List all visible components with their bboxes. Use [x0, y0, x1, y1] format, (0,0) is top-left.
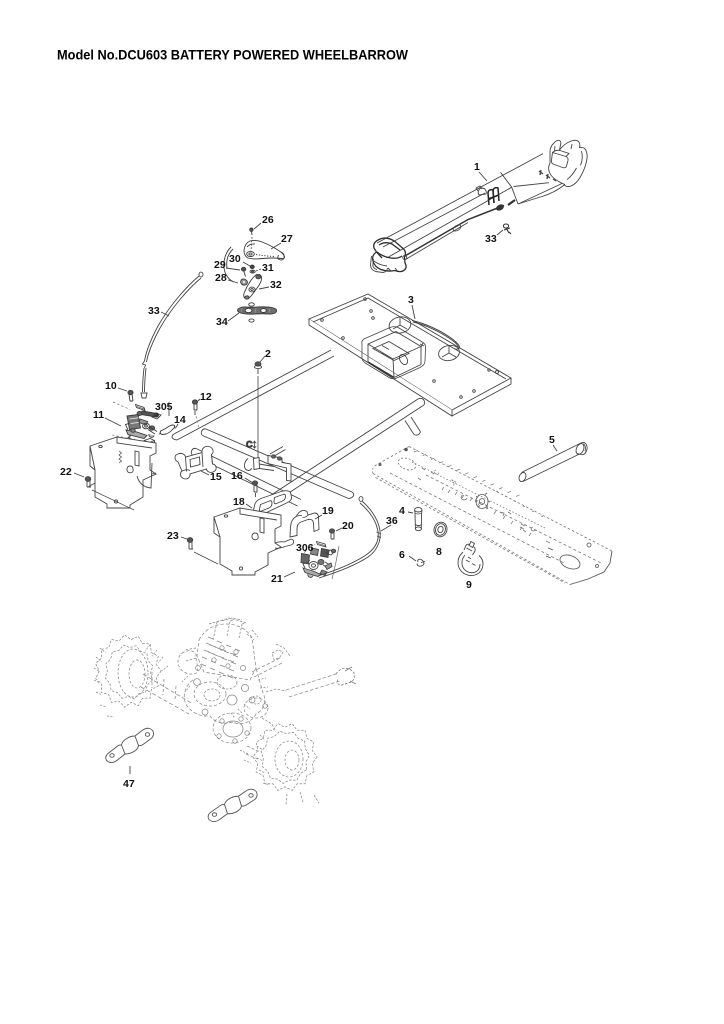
svg-text:5: 5 [549, 434, 555, 446]
svg-text:6: 6 [399, 549, 405, 561]
svg-text:14: 14 [174, 414, 186, 426]
svg-text:21: 21 [271, 573, 283, 585]
svg-text:23: 23 [167, 530, 179, 542]
svg-text:10: 10 [105, 380, 117, 392]
svg-text:C: C [246, 440, 253, 450]
svg-text:19: 19 [322, 505, 334, 517]
svg-text:36: 36 [386, 515, 398, 527]
svg-text:20: 20 [342, 520, 354, 532]
svg-text:33: 33 [485, 233, 497, 245]
svg-text:32: 32 [270, 279, 282, 291]
svg-text:1: 1 [474, 161, 480, 173]
svg-text:16: 16 [231, 470, 243, 482]
svg-text:27: 27 [281, 233, 293, 245]
svg-text:8: 8 [436, 546, 442, 558]
svg-text:12: 12 [200, 391, 212, 403]
svg-text:28: 28 [215, 272, 227, 284]
svg-text:15: 15 [210, 471, 222, 483]
svg-text:33: 33 [148, 305, 160, 317]
svg-text:2: 2 [265, 348, 271, 360]
svg-text:305: 305 [155, 401, 173, 413]
svg-text:31: 31 [262, 262, 274, 274]
svg-text:47: 47 [123, 778, 135, 790]
svg-text:11: 11 [93, 409, 104, 421]
svg-text:4: 4 [399, 505, 405, 517]
svg-text:18: 18 [233, 496, 245, 508]
svg-text:306: 306 [296, 542, 314, 554]
svg-text:29: 29 [214, 259, 226, 271]
svg-text:34: 34 [216, 316, 228, 328]
svg-text:26: 26 [262, 214, 274, 226]
svg-text:Model No.DCU603 BATTERY POWERE: Model No.DCU603 BATTERY POWERED WHEELBAR… [57, 47, 409, 63]
svg-text:3: 3 [408, 294, 414, 306]
svg-text:9: 9 [466, 579, 472, 591]
svg-text:22: 22 [60, 466, 72, 478]
svg-text:30: 30 [229, 253, 241, 265]
